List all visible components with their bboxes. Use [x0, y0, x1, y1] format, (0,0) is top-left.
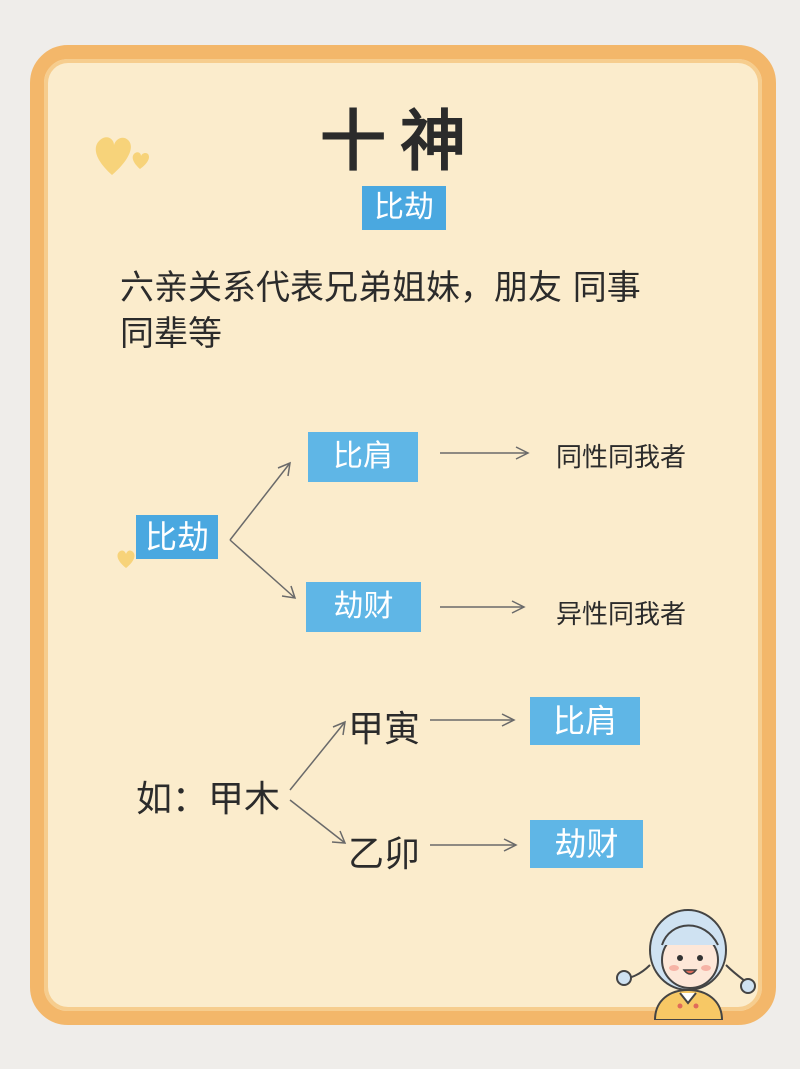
branch-meaning: 异性同我者	[556, 600, 687, 630]
example-root: 如：甲木	[136, 779, 281, 820]
arrow-head	[511, 600, 526, 614]
arrow-head	[331, 830, 347, 844]
heart-icon	[117, 550, 135, 568]
example-item: 乙卯	[348, 834, 421, 875]
arrow-head	[515, 446, 530, 460]
branch-line	[229, 539, 296, 599]
branch-tag: 劫财	[306, 582, 421, 632]
example-item: 甲寅	[348, 709, 421, 750]
branch-line	[289, 799, 346, 844]
branch-line	[289, 721, 346, 791]
heading-tag: 比劫	[362, 186, 446, 230]
arrow-head	[281, 585, 297, 599]
arrow-head	[332, 720, 346, 736]
arrow-head	[503, 838, 518, 852]
page-title: 十神	[320, 103, 480, 180]
example-tag: 劫财	[530, 820, 643, 868]
branch-tag: 比肩	[308, 432, 418, 482]
girl-illustration-icon	[616, 909, 756, 1020]
branch-line	[229, 462, 291, 541]
arrow-head	[501, 713, 516, 727]
arrow-head	[277, 461, 291, 477]
description-text: 六亲关系代表兄弟姐妹，朋友 同事 同辈等	[120, 268, 641, 354]
root-tag: 比劫	[136, 515, 218, 559]
heart-icon	[95, 137, 150, 175]
branch-meaning: 同性同我者	[556, 443, 687, 473]
example-tag: 比肩	[530, 697, 640, 745]
